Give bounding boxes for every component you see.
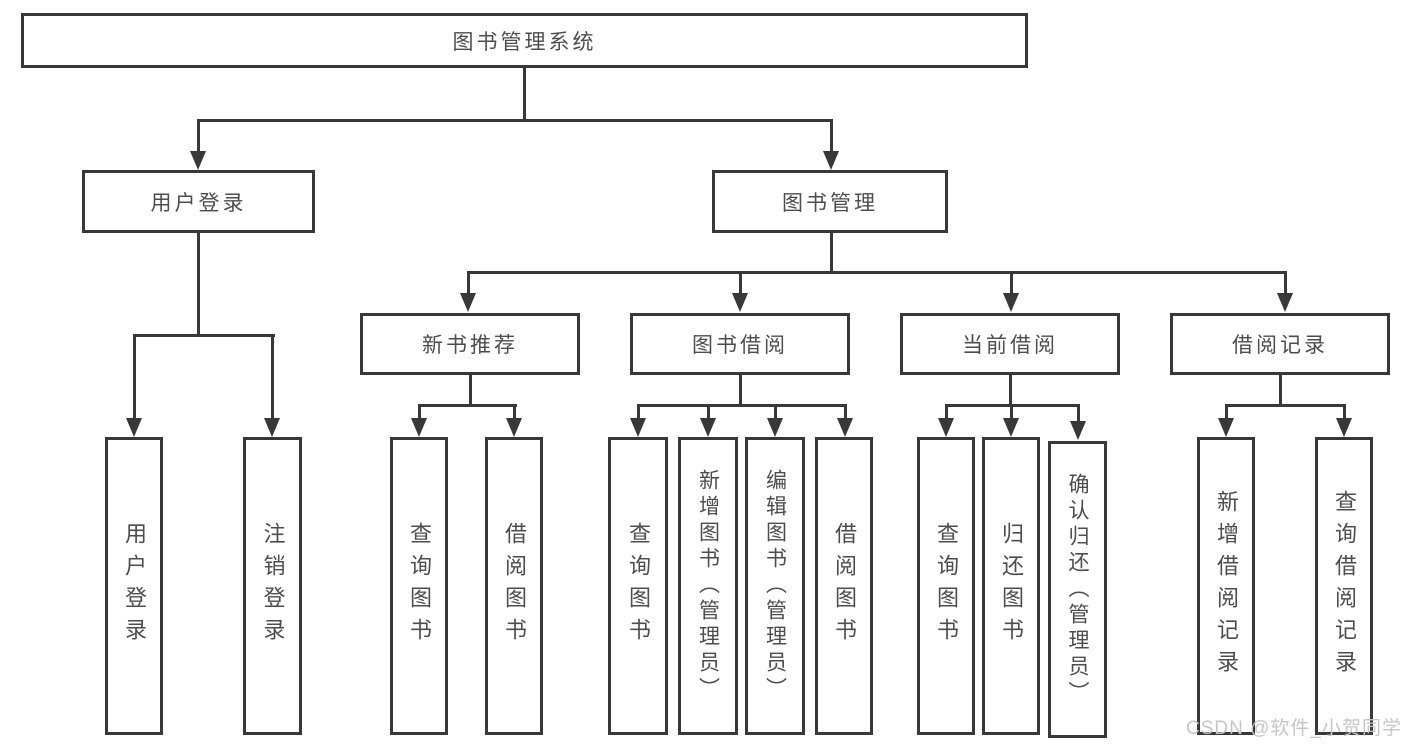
connector-line <box>1279 375 1282 407</box>
connector-line <box>844 404 847 421</box>
connector-line <box>1225 404 1346 407</box>
node-label: 图书管理 <box>782 191 878 215</box>
connector-line <box>637 404 847 407</box>
node-label: 注销登录 <box>260 522 286 650</box>
connector-line <box>774 404 777 421</box>
connector-line <box>1010 271 1013 296</box>
arrowhead-down-icon <box>460 293 476 312</box>
connector-line <box>830 233 833 274</box>
node-label: 借阅记录 <box>1232 334 1328 357</box>
node-label: 编辑图书（管理员） <box>763 469 787 703</box>
arrowhead-down-icon <box>264 418 280 437</box>
csdn-watermark: CSDN @软件_小贺同学 <box>1186 718 1402 739</box>
node-label: 查询图书 <box>407 522 432 650</box>
node-label: 查询图书 <box>934 522 959 650</box>
connector-line <box>739 375 742 407</box>
arrowhead-down-icon <box>1277 293 1293 312</box>
node-library-management-system: 图书管理系统 <box>21 13 1028 68</box>
connector-line <box>197 233 200 337</box>
connector-line <box>467 271 470 296</box>
arrowhead-down-icon <box>1003 418 1019 437</box>
arrowhead-down-icon <box>411 418 427 437</box>
leaf-query-books: 查询图书 <box>608 437 668 735</box>
connector-line <box>197 119 833 122</box>
node-book-management: 图书管理 <box>712 170 948 233</box>
node-label: 用户登录 <box>150 191 247 215</box>
node-new-book-recommend: 新书推荐 <box>360 313 580 375</box>
leaf-confirm-return-admin: 确认归还（管理员） <box>1048 441 1107 738</box>
leaf-borrow-books: 借阅图书 <box>485 437 543 735</box>
arrowhead-down-icon <box>1070 421 1086 440</box>
node-label: 借阅图书 <box>832 522 857 650</box>
connector-line <box>467 271 1287 274</box>
connector-line <box>469 375 472 407</box>
arrowhead-down-icon <box>700 418 716 437</box>
arrowhead-down-icon <box>190 151 206 170</box>
arrowhead-down-icon <box>1003 293 1019 312</box>
arrowhead-down-icon <box>1218 418 1234 437</box>
node-label: 查询图书 <box>626 522 651 650</box>
node-user-login: 用户登录 <box>82 170 315 233</box>
connector-line <box>1225 404 1228 421</box>
leaf-user-login: 用户登录 <box>105 437 163 735</box>
arrowhead-down-icon <box>126 418 142 437</box>
connector-line <box>523 68 526 122</box>
node-label: 图书借阅 <box>692 334 788 357</box>
node-label: 借阅图书 <box>502 522 527 650</box>
connector-line <box>1077 404 1080 423</box>
arrowhead-down-icon <box>1336 418 1352 437</box>
connector-line <box>197 119 200 154</box>
leaf-borrow-books: 借阅图书 <box>815 437 873 735</box>
node-label: 用户登录 <box>122 522 147 650</box>
connector-line <box>133 334 275 337</box>
connector-line <box>830 119 833 154</box>
leaf-return-books: 归还图书 <box>982 437 1040 735</box>
arrowhead-down-icon <box>823 151 839 170</box>
leaf-logout: 注销登录 <box>243 437 302 735</box>
leaf-query-books: 查询图书 <box>917 437 975 735</box>
connector-line <box>271 334 274 421</box>
node-borrow-records: 借阅记录 <box>1170 313 1390 375</box>
leaf-query-books: 查询图书 <box>390 437 448 735</box>
node-label: 当前借阅 <box>962 334 1058 357</box>
connector-line <box>637 404 640 421</box>
leaf-add-books-admin: 新增图书（管理员） <box>678 437 738 735</box>
node-label: 查询借阅记录 <box>1332 490 1357 682</box>
leaf-query-borrow-record: 查询借阅记录 <box>1315 437 1373 735</box>
node-label: 新增借阅记录 <box>1214 490 1239 682</box>
arrowhead-down-icon <box>837 418 853 437</box>
node-label: 新增图书（管理员） <box>696 469 720 703</box>
node-label: 图书管理系统 <box>452 30 597 54</box>
connector-line <box>418 404 517 407</box>
node-label: 新书推荐 <box>422 334 518 357</box>
arrowhead-down-icon <box>938 418 954 437</box>
connector-line <box>1343 404 1346 421</box>
arrowhead-down-icon <box>767 418 783 437</box>
node-book-borrow: 图书借阅 <box>630 313 850 375</box>
connector-line <box>945 404 948 421</box>
connector-line <box>513 404 516 421</box>
arrowhead-down-icon <box>630 418 646 437</box>
connector-line <box>1009 375 1012 407</box>
node-current-borrow: 当前借阅 <box>900 313 1120 375</box>
connector-line <box>739 271 742 296</box>
connector-line <box>707 404 710 421</box>
leaf-edit-books-admin: 编辑图书（管理员） <box>745 437 805 735</box>
connector-line <box>1010 404 1013 421</box>
connector-line <box>1284 271 1287 296</box>
arrowhead-down-icon <box>506 418 522 437</box>
leaf-add-borrow-record: 新增借阅记录 <box>1197 437 1255 735</box>
node-label: 归还图书 <box>999 522 1024 650</box>
connector-line <box>418 404 421 421</box>
connector-line <box>133 334 136 421</box>
node-label: 确认归还（管理员） <box>1066 472 1089 707</box>
arrowhead-down-icon <box>732 293 748 312</box>
